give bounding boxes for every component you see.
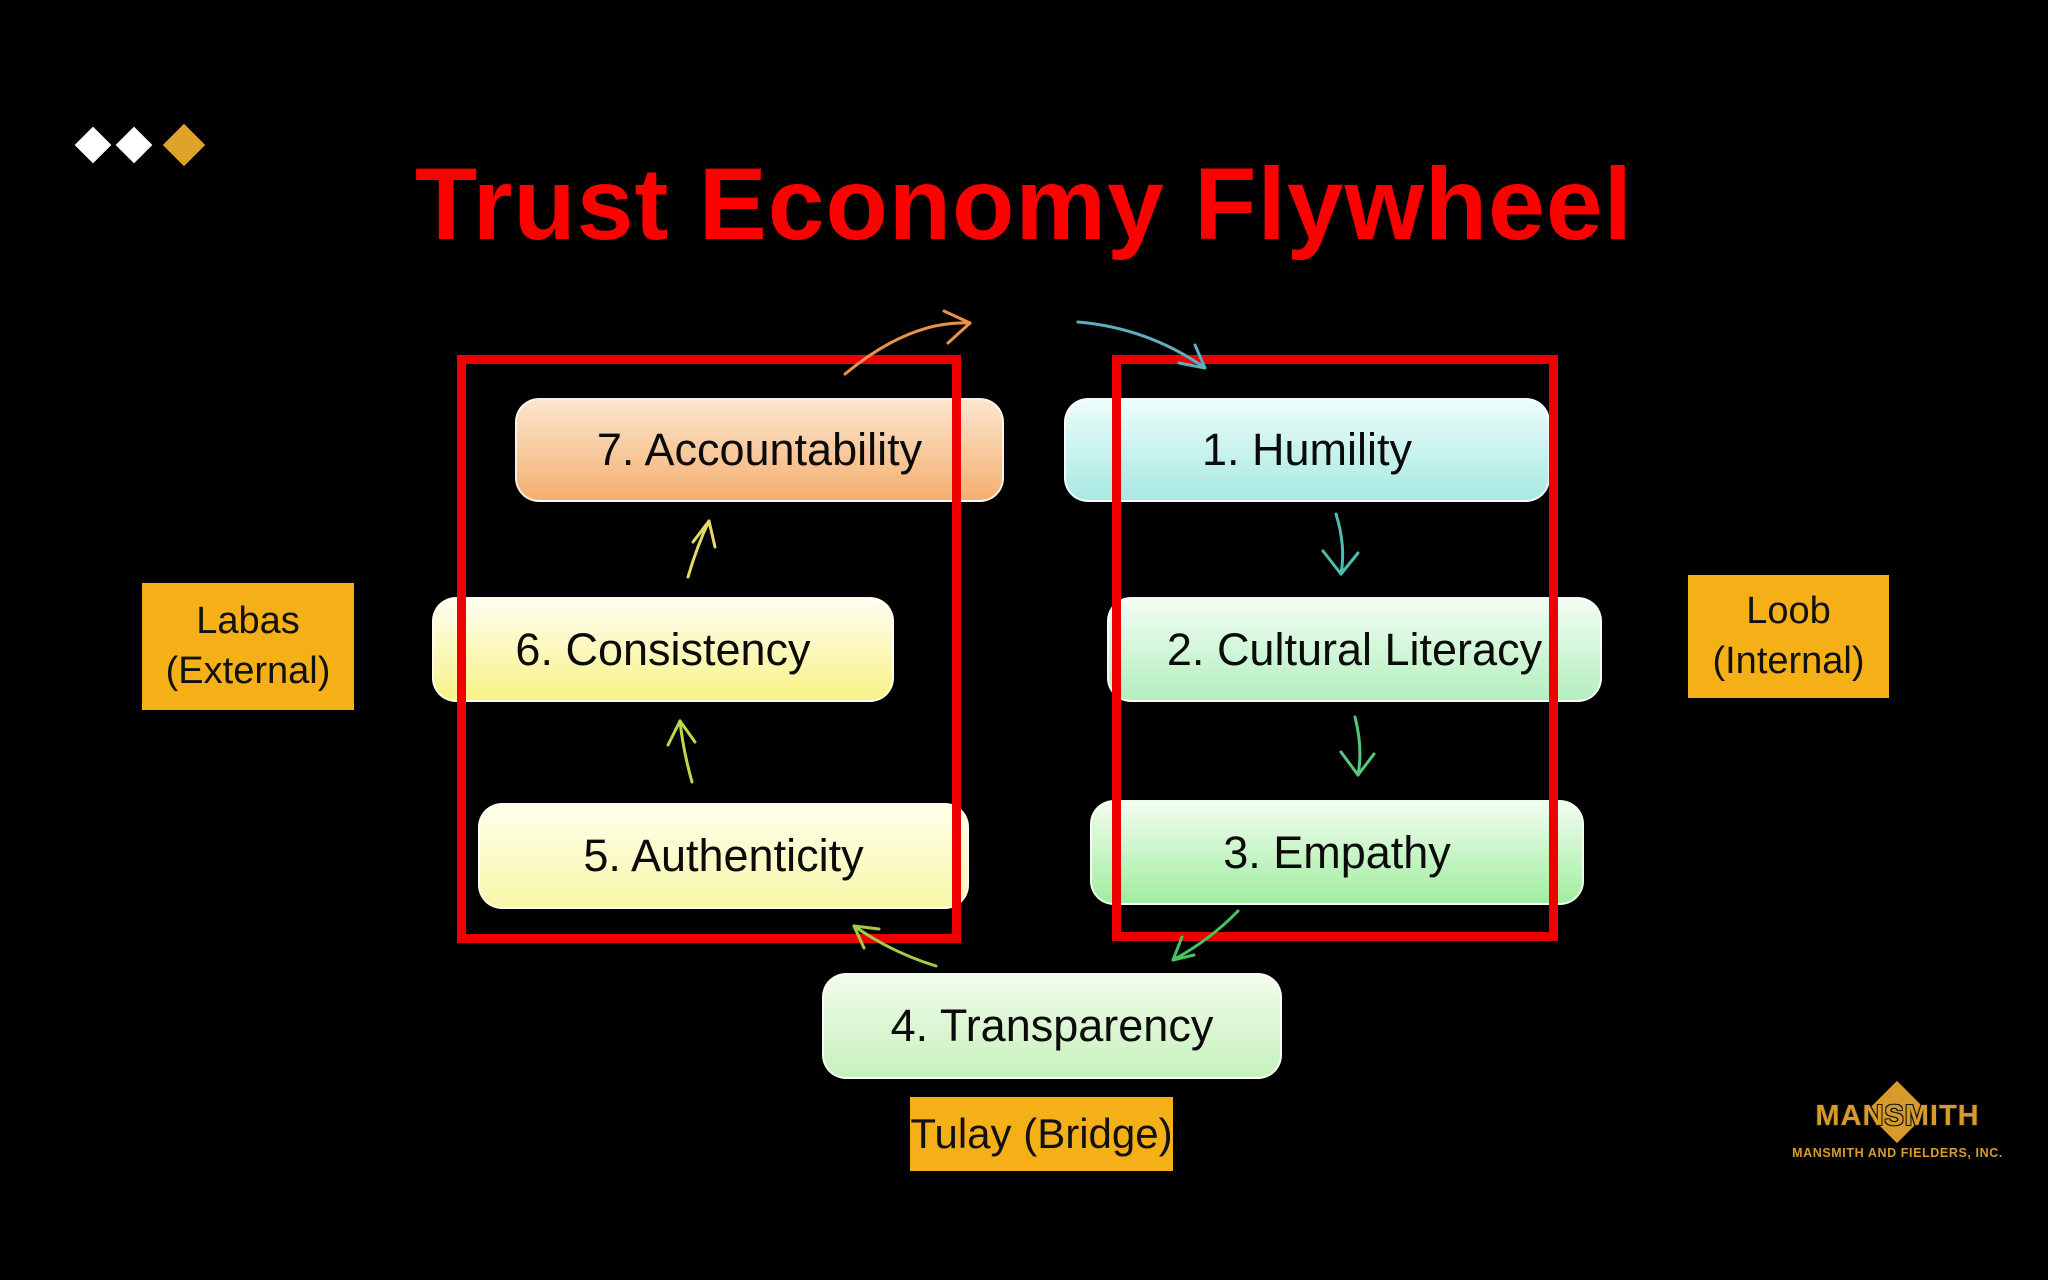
label-labas-external: Labas (External) bbox=[142, 583, 354, 710]
step-box-humility: 1. Humility bbox=[1064, 398, 1550, 502]
step-label-empathy: 3. Empathy bbox=[1223, 826, 1451, 878]
mansmith-logo: MANSMITH MANSMITH AND FIELDERS, INC. bbox=[1790, 1080, 2005, 1172]
label-line: (Internal) bbox=[1712, 639, 1865, 682]
step-label-consistency: 6. Consistency bbox=[515, 623, 811, 675]
label-loob-internal: Loob (Internal) bbox=[1688, 575, 1889, 698]
step-label-humility: 1. Humility bbox=[1201, 424, 1413, 475]
label-tulay-bridge: Tulay (Bridge) bbox=[910, 1097, 1173, 1171]
label-line: Labas bbox=[196, 600, 300, 643]
highlight-frame-internal-loop bbox=[1112, 355, 1558, 941]
highlight-frame-external-loop bbox=[457, 355, 961, 943]
step-box-authenticity: 5. Authenticity bbox=[478, 803, 969, 909]
step-label-authenticity: 5. Authenticity bbox=[583, 830, 864, 881]
step-box-transparency: 4. Transparency bbox=[822, 973, 1282, 1079]
step-label-cultural-literacy: 2. Cultural Literacy bbox=[1166, 623, 1543, 675]
logo-brand-text: MANSMITH bbox=[1815, 1100, 1980, 1132]
step-label-transparency: 4. Transparency bbox=[890, 1000, 1214, 1051]
step-box-consistency: 6. Consistency bbox=[432, 597, 894, 702]
step-label-accountability: 7. Accountability bbox=[596, 424, 923, 475]
step-box-accountability: 7. Accountability bbox=[515, 398, 1004, 502]
label-line: Loob bbox=[1746, 590, 1831, 633]
label-line: Tulay (Bridge) bbox=[910, 1109, 1173, 1157]
step-box-cultural-literacy: 2. Cultural Literacy bbox=[1107, 597, 1602, 702]
logo-company-text: MANSMITH AND FIELDERS, INC. bbox=[1792, 1146, 2003, 1160]
slide-title: Trust Economy Flywheel bbox=[415, 147, 1633, 261]
label-line: (External) bbox=[165, 649, 331, 692]
step-box-empathy: 3. Empathy bbox=[1090, 800, 1584, 905]
